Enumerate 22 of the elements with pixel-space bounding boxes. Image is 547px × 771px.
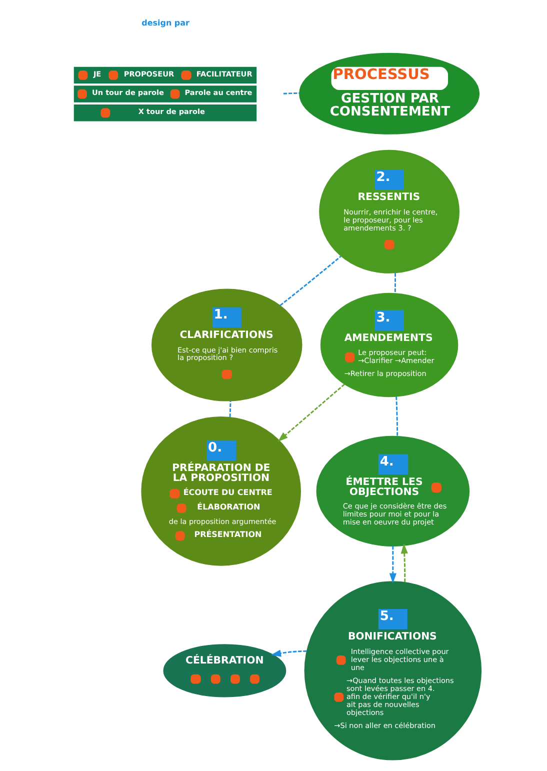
connector [280,256,342,306]
arrow [270,650,307,657]
arrow [278,384,345,442]
arrow [400,543,408,582]
node-ellipse: 4. ÉMETTRE LES OBJECTIONS Ce que je considère être des limites pour moi et pour la mise en oeuvre du projet [316,436,470,547]
legend-label: X tour de parole [138,106,205,116]
node-circle: 5. BONIFICATIONS Intelligence collective pour lever les objections une à une →Quand toutes les objections sont levées passer en 4. afin de vérifier qu'il n'y ait pas de nouvelles objections →Si non aller en célébration [304,581,482,760]
node-ellipse: PROCESSUS GESTION PAR CONSENTEMENT [299,52,480,134]
node-ellipse: 1. CLARIFICATIONS Est-ce que j'ai bien compris la proposition ? [151,288,302,402]
legend-label: FACILITATEUR [196,69,252,78]
legend-label: Parole au centre [184,88,252,98]
connector [394,273,396,294]
legend-label: Un tour de parole [92,88,164,98]
arrow [389,546,396,584]
node-ellipse: 2. RESSENTIS Nourrir, enrichir le centre, le proposeur, pour les amendements 3. ? [319,150,460,274]
legend-label: PROPOSEUR [124,69,174,78]
node-ellipse: 3. AMENDEMENTS Le proposeur peut: →Clarifier →Amender →Retirer la proposition [320,292,458,398]
connector [396,396,398,436]
legend-label: JE [93,69,102,78]
connector [229,400,232,418]
connector [283,92,300,94]
node-ellipse: CÉLÉBRATION [163,644,286,698]
